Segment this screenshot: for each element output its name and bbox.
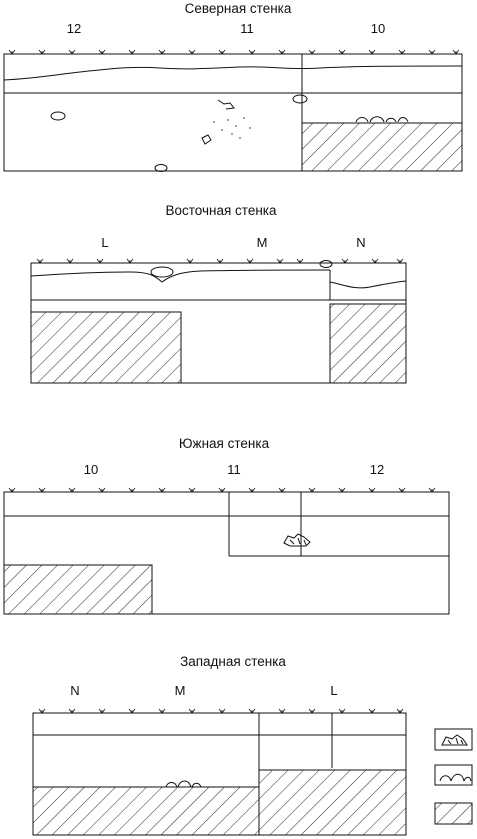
north-wall-title: Северная стенка xyxy=(184,1,292,16)
east-stone xyxy=(150,266,174,278)
west-square-label-2: M xyxy=(174,683,186,698)
south-wall-section xyxy=(3,487,450,615)
stone-layer-icon xyxy=(434,764,473,786)
west-hatched-block-right xyxy=(258,769,407,836)
east-soil-boundary xyxy=(30,269,331,283)
north-hatched-block xyxy=(301,122,463,172)
east-soil-boundary-2 xyxy=(329,280,407,289)
south-square-label-1: 10 xyxy=(83,462,99,477)
east-square-label-1: L xyxy=(101,235,109,250)
south-square-label-2: 11 xyxy=(227,462,241,477)
east-grass-line xyxy=(36,258,404,264)
legend xyxy=(434,728,473,825)
west-grass-line xyxy=(38,708,404,714)
north-stone xyxy=(154,164,168,172)
west-wall-section xyxy=(32,708,407,836)
south-hatched-block xyxy=(3,564,153,615)
north-wall-section xyxy=(3,49,463,172)
west-square-label-1: N xyxy=(70,683,80,698)
east-square-label-2: M xyxy=(256,235,268,250)
north-square-label-2: 11 xyxy=(240,21,254,36)
north-fine-dots xyxy=(213,117,251,139)
south-stone-cluster-detail xyxy=(289,537,307,546)
stone-cluster-icon xyxy=(434,728,473,751)
north-square-label-1: 12 xyxy=(66,21,82,36)
north-stone xyxy=(217,99,235,110)
north-stone xyxy=(201,134,212,145)
south-square-label-3: 12 xyxy=(369,462,385,477)
north-stone-cluster xyxy=(355,116,409,123)
east-hatched-block-left xyxy=(30,311,182,384)
north-square-label-3: 10 xyxy=(370,21,386,36)
east-wall-section xyxy=(30,258,407,384)
west-stone-cluster xyxy=(165,780,202,788)
west-hatched-block-left xyxy=(32,786,260,836)
west-square-label-3: L xyxy=(330,683,338,698)
east-wall-title: Восточная стенка xyxy=(165,203,277,218)
north-soil-boundary xyxy=(3,65,463,81)
east-hatched-block-right xyxy=(329,303,407,384)
north-grass-line xyxy=(8,49,460,55)
south-grass-line xyxy=(8,487,436,493)
hatched-fill-icon xyxy=(434,802,473,825)
south-stone-cluster xyxy=(283,533,311,547)
east-square-label-3: N xyxy=(356,235,366,250)
east-stone xyxy=(319,260,333,268)
north-stone xyxy=(50,111,66,121)
north-stone xyxy=(292,94,308,104)
west-wall-title: Западная стенка xyxy=(180,654,286,669)
south-wall-title: Южная стенка xyxy=(178,436,270,451)
